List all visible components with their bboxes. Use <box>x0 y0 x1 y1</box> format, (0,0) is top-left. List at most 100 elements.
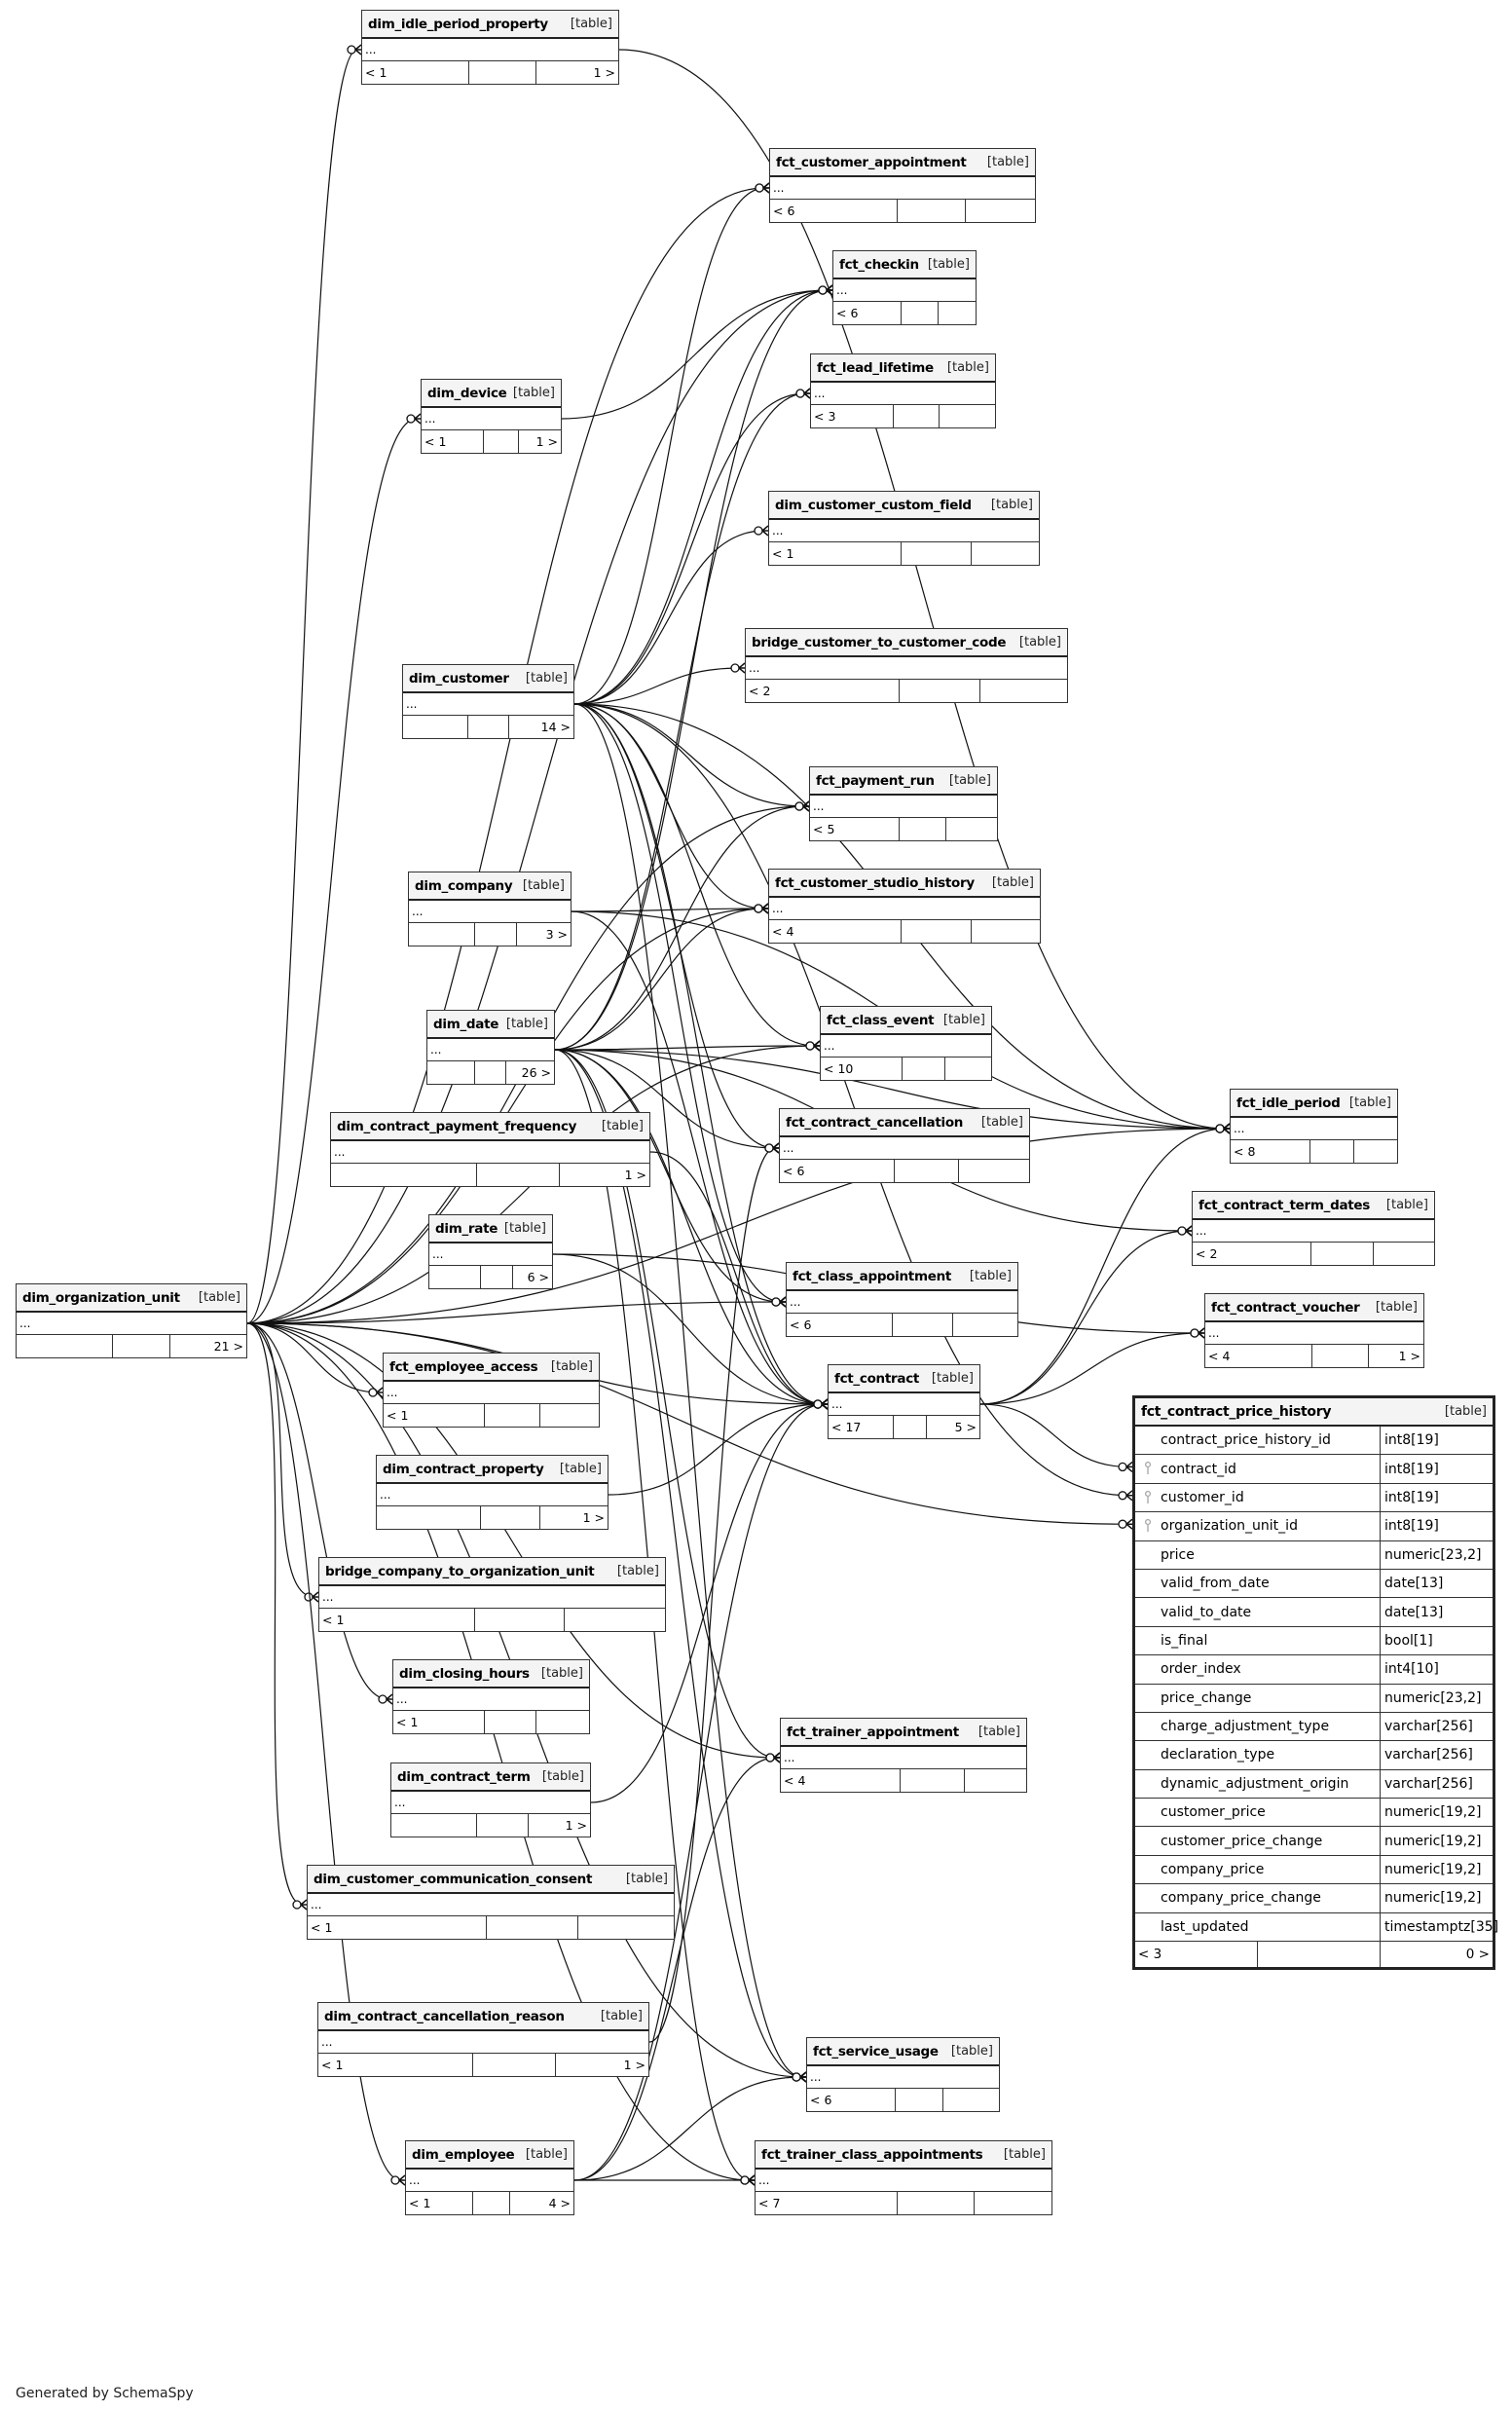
table-name[interactable]: fct_class_appointment <box>793 1268 952 1284</box>
table-name[interactable]: dim_customer_communication_consent <box>313 1871 593 1887</box>
table-name[interactable]: dim_closing_hours <box>399 1665 530 1682</box>
parents-count[interactable]: < 1 <box>422 430 485 453</box>
table-name[interactable]: fct_contract <box>834 1370 920 1387</box>
table-name[interactable]: fct_trainer_appointment <box>787 1724 959 1740</box>
children-count[interactable] <box>1374 1243 1434 1265</box>
children-count[interactable] <box>980 680 1067 702</box>
children-count[interactable]: 1 > <box>535 434 558 449</box>
table-name[interactable]: dim_contract_term <box>397 1768 531 1785</box>
column-row[interactable]: contract_id int8[19] <box>1135 1455 1493 1484</box>
table-fct-payment-run[interactable]: fct_payment_run [table] ... < 5 <box>809 766 998 841</box>
table-dim-device[interactable]: dim_device [table] ... < 1 1 > <box>421 379 562 454</box>
table-name[interactable]: bridge_company_to_organization_unit <box>325 1563 595 1579</box>
children-count[interactable] <box>939 302 976 324</box>
children-count[interactable] <box>946 818 997 840</box>
column-row[interactable]: dynamic_adjustment_origin varchar[256] <box>1135 1769 1493 1800</box>
table-dim-contract-payment-frequency[interactable]: dim_contract_payment_frequency [table] .… <box>330 1112 650 1187</box>
children-count[interactable] <box>1354 1140 1397 1163</box>
table-name[interactable]: fct_customer_appointment <box>776 154 967 170</box>
column-row[interactable]: last_updated timestamptz[35] <box>1135 1912 1498 1943</box>
table-name[interactable]: dim_customer_custom_field <box>775 497 972 513</box>
table-name[interactable]: dim_contract_property <box>383 1461 544 1477</box>
children-count[interactable]: 0 > <box>1465 1947 1490 1963</box>
parents-count[interactable]: < 1 <box>769 542 902 565</box>
children-count[interactable]: 1 > <box>623 2058 645 2072</box>
children-count[interactable] <box>965 1769 1026 1792</box>
parents-count[interactable]: < 2 <box>1193 1243 1311 1265</box>
parents-count[interactable]: < 4 <box>1205 1345 1312 1367</box>
column-row[interactable]: customer_price_change numeric[19,2] <box>1135 1827 1493 1856</box>
table-dim-customer[interactable]: dim_customer [table] ... 14 > <box>402 664 574 739</box>
table-name[interactable]: fct_idle_period <box>1236 1095 1341 1111</box>
table-name[interactable]: dim_customer <box>409 670 509 686</box>
parents-count[interactable]: < 3 <box>1135 1942 1258 1968</box>
parents-count[interactable]: < 1 <box>308 1916 488 1939</box>
table-name[interactable]: fct_class_event <box>827 1012 935 1028</box>
column-row[interactable]: is_final bool[1] <box>1135 1626 1493 1656</box>
table-name[interactable]: dim_device <box>427 385 507 401</box>
table-fct-idle-period[interactable]: fct_idle_period [table] ... < 8 <box>1230 1089 1398 1164</box>
children-count[interactable]: 14 > <box>540 720 571 734</box>
column-row[interactable]: company_price_change numeric[19,2] <box>1135 1884 1493 1913</box>
parents-count[interactable]: < 1 <box>393 1711 486 1733</box>
parents-count[interactable]: < 1 <box>318 2054 474 2076</box>
table-bridge-customer-to-customer-code[interactable]: bridge_customer_to_customer_code [table]… <box>745 628 1068 703</box>
parents-count[interactable] <box>377 1506 481 1529</box>
parents-count[interactable] <box>429 1266 481 1288</box>
table-name[interactable]: fct_service_usage <box>813 2043 939 2059</box>
table-name[interactable]: fct_contract_term_dates <box>1199 1197 1370 1213</box>
table-name[interactable]: dim_rate <box>435 1220 498 1237</box>
table-dim-rate[interactable]: dim_rate [table] ... 6 > <box>428 1214 553 1289</box>
column-row[interactable]: price_change numeric[23,2] <box>1135 1684 1493 1713</box>
table-name[interactable]: dim_contract_payment_frequency <box>337 1118 577 1134</box>
table-name[interactable]: fct_employee_access <box>389 1358 538 1375</box>
children-count[interactable] <box>578 1916 674 1939</box>
parents-count[interactable]: < 6 <box>833 302 903 324</box>
table-fct-customer-studio-history[interactable]: fct_customer_studio_history [table] ... … <box>768 869 1041 944</box>
children-count[interactable]: 3 > <box>545 927 568 942</box>
table-name[interactable]: fct_trainer_class_appointments <box>761 2146 983 2163</box>
parents-count[interactable]: < 3 <box>811 405 895 427</box>
table-dim-customer-communication-consent[interactable]: dim_customer_communication_consent [tabl… <box>307 1865 675 1940</box>
table-name[interactable]: dim_employee <box>412 2146 515 2163</box>
column-row[interactable]: order_index int4[10] <box>1135 1655 1493 1685</box>
table-name[interactable]: fct_lead_lifetime <box>817 359 934 376</box>
table-name[interactable]: fct_checkin <box>839 256 919 273</box>
table-dim-contract-cancellation-reason[interactable]: dim_contract_cancellation_reason [table]… <box>317 2002 649 2077</box>
column-row[interactable]: charge_adjustment_type varchar[256] <box>1135 1712 1493 1742</box>
column-row[interactable]: valid_from_date date[13] <box>1135 1569 1493 1599</box>
table-dim-organization-unit[interactable]: dim_organization_unit [table] ... 21 > <box>16 1283 247 1358</box>
table-fct-contract[interactable]: fct_contract [table] ... < 17 5 > <box>828 1364 980 1439</box>
table-dim-idle-period-property[interactable]: dim_idle_period_property [table] ... < 1… <box>361 10 619 85</box>
table-name[interactable]: dim_idle_period_property <box>368 16 548 32</box>
table-name[interactable]: dim_organization_unit <box>22 1289 180 1306</box>
column-row[interactable]: customer_id int8[19] <box>1135 1483 1493 1513</box>
table-fct-employee-access[interactable]: fct_employee_access [table] ... < 1 <box>383 1353 600 1428</box>
children-count[interactable] <box>975 2192 1051 2214</box>
children-count[interactable]: 1 > <box>624 1168 646 1182</box>
parents-count[interactable]: < 7 <box>756 2192 898 2214</box>
table-name[interactable]: dim_contract_cancellation_reason <box>324 2008 565 2024</box>
children-count[interactable] <box>959 1160 1029 1182</box>
parents-count[interactable]: < 1 <box>384 1404 485 1427</box>
table-name[interactable]: dim_date <box>433 1016 499 1032</box>
parents-count[interactable]: < 2 <box>746 680 901 702</box>
table-dim-customer-custom-field[interactable]: dim_customer_custom_field [table] ... < … <box>768 491 1040 566</box>
children-count[interactable] <box>940 405 995 427</box>
children-count[interactable] <box>943 2089 999 2111</box>
children-count[interactable] <box>536 1711 589 1733</box>
children-count[interactable]: 1 > <box>582 1510 605 1525</box>
column-row[interactable]: contract_price_history_id int8[19] <box>1135 1427 1493 1456</box>
table-fct-checkin[interactable]: fct_checkin [table] ... < 6 <box>832 250 977 325</box>
parents-count[interactable] <box>403 716 468 738</box>
children-count[interactable] <box>540 1404 599 1427</box>
table-name[interactable]: fct_contract_voucher <box>1211 1299 1360 1316</box>
column-row[interactable]: organization_unit_id int8[19] <box>1135 1512 1493 1541</box>
column-row[interactable]: customer_price numeric[19,2] <box>1135 1799 1493 1828</box>
children-count[interactable]: 5 > <box>954 1420 977 1434</box>
table-dim-closing-hours[interactable]: dim_closing_hours [table] ... < 1 <box>392 1659 590 1734</box>
children-count[interactable] <box>972 920 1040 943</box>
table-name[interactable]: fct_payment_run <box>816 772 935 789</box>
children-count[interactable]: 6 > <box>527 1270 549 1284</box>
table-name[interactable]: dim_company <box>415 877 513 894</box>
